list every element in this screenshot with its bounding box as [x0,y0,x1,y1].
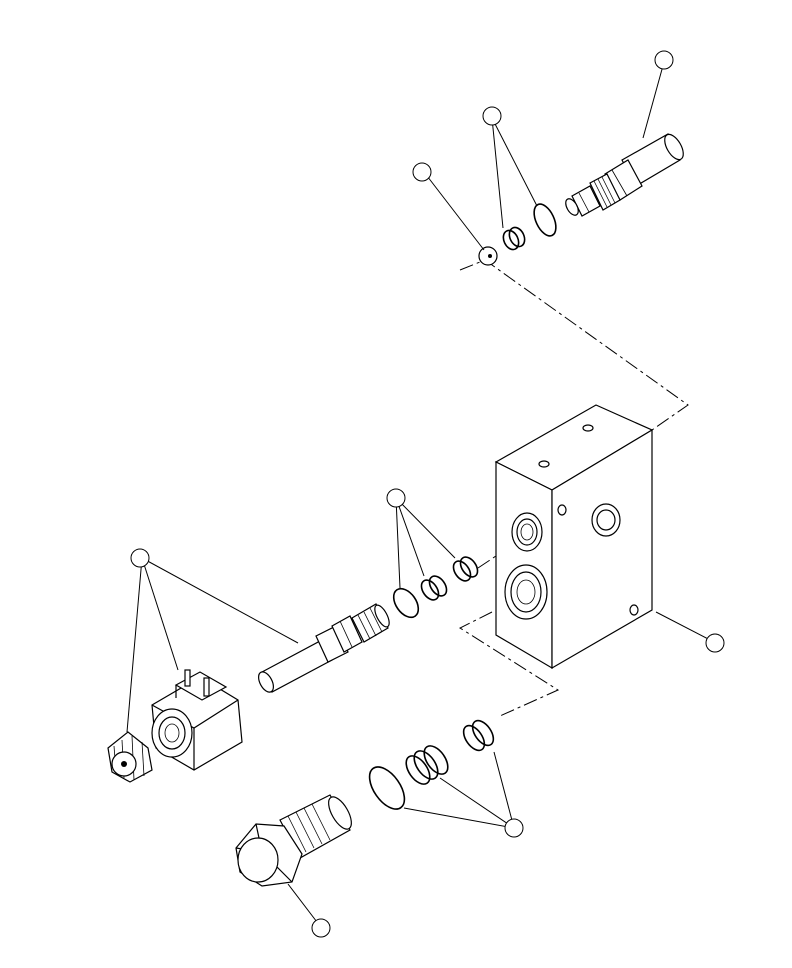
bottom-assembly-line [458,611,560,717]
balloon-top-cartridge [654,50,674,70]
balloon-top-plug [412,162,432,182]
leader-lines [126,61,715,927]
balloon-bottom-plug [311,918,331,938]
balloon-top-seals [482,106,502,126]
top-plug [478,246,498,266]
balloon-bottom-seals [504,818,524,838]
valve-block [494,404,654,670]
knurled-nut [107,731,153,783]
top-cartridge-valve [565,133,684,217]
top-seals [502,203,557,251]
balloon-solenoid-group [130,548,150,568]
bottom-plug [235,794,352,887]
solenoid-cartridge [258,603,390,693]
solenoid-coil [151,669,243,771]
callout-balloons [130,50,725,938]
balloon-valve-block [705,633,725,653]
bottom-seals [368,719,495,810]
mid-seals [392,556,479,619]
balloon-mid-seals [386,488,406,508]
top-assembly-line [459,259,689,431]
